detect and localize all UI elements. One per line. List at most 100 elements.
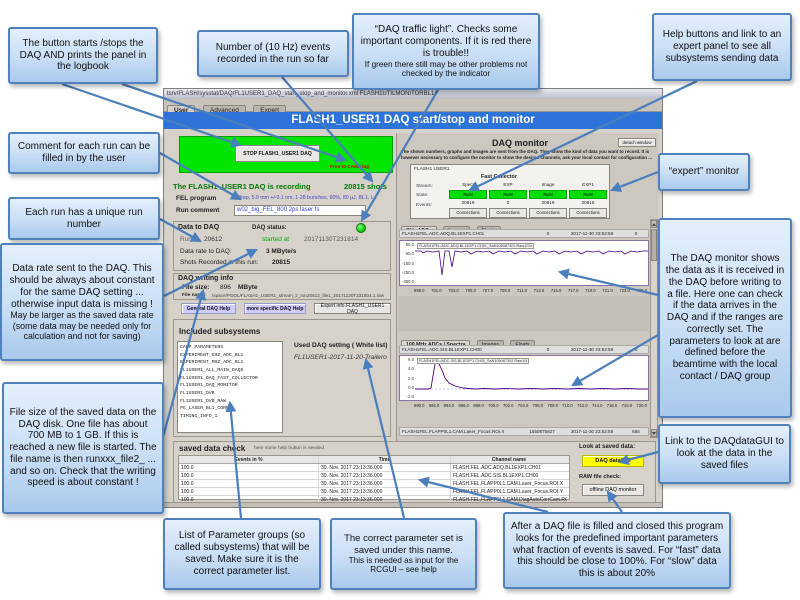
specific-daq-help-button[interactable]: more specific DAQ Help [244,303,306,314]
data-to-daq-title: Data to DAQ [178,224,220,231]
callout-text: Each run has a unique run number [25,206,143,230]
file-size-label: File size: [182,284,210,291]
raw-file-check-label: RAW file check: [579,474,621,480]
collector-column: EXP1 RUN 20816 Connections [569,182,607,218]
scroll-down-icon[interactable] [651,429,657,437]
used-daq-setting-label: Used DAQ setting ( White list) [294,342,388,349]
stream-events-count: 20819 [541,200,555,205]
scroll-up-icon[interactable] [651,220,657,228]
writing-info-title: DAQ writing info [178,275,234,282]
cell-time: 30. Nov. 2017 23:13:36.000 [319,472,451,479]
callout-start-stop-button: The button starts /stops the DAQ AND pri… [8,27,158,84]
subsystem-list-item[interactable]: FL1USER1_ALL_MAIN_DAQS [180,368,244,374]
used-daq-setting-value: FL1USER1-2017-11-20-Trailero [294,354,387,361]
cell-channel: FLASH.FEL.ADC.ADQ.BL1EXP1.CH01 [453,464,542,471]
subsystem-list-item[interactable]: EXPERIMENT_MHZ_ADC_BL1 [180,360,244,366]
callout-subsystem-list: List of Parameter groups (so called subs… [163,518,321,590]
connections-button[interactable]: Connections [449,208,487,218]
monitor-scrollbar[interactable] [650,219,658,438]
callout-text: Comment for each run can be filled in by… [17,141,151,164]
run-comment-input[interactable]: w02_big_FEL_800 2ps laser fs [234,205,366,216]
plot1-value2: 0 [634,231,638,236]
subsystem-list-item[interactable]: TIMING_INFO_1 [180,414,218,420]
subsystem-list-item[interactable]: FL1USER1_DAQ_FAST_COLLECTOR [180,375,258,381]
xtick: 707.0 [482,288,494,293]
float-value2: 655 [632,429,640,434]
collector-column: Image RUN 20819 Connections [529,182,567,218]
ytick: -250.0 [402,269,414,275]
callout-event-count: Number of (10 Hz) events recorded in the… [197,30,349,77]
recording-status-text: The FLASH1_USER1 DAQ is recording [173,182,311,191]
window-titlebar: tsrv/FLASH/sysstat/DAQ/FL1USER1_DAQ_star… [164,89,662,99]
callout-file-size: File size of the saved data on the DAQ d… [2,382,164,514]
table-row[interactable]: 100.0 30. Nov. 2017 23:13:36.000 FLASH.F… [179,464,569,472]
xtick: 704.0 [517,403,529,408]
xtick: 715.0 [550,288,562,293]
subsystem-list-item[interactable]: FL1USER1_DAQ_MONITOR [180,383,238,389]
ytick: -150.0 [402,260,414,266]
collector-system-label: FLASH1 USER1 [414,167,450,172]
xtick: 699.0 [414,288,425,293]
callout-text: The correct parameter set is saved under… [344,533,463,556]
callout-help-buttons: Help buttons and link to an expert panel… [652,13,792,81]
xtick: 725.0 [636,288,647,293]
ytick: -350.0 [402,279,414,284]
plot1-yticks: 50.0-50.0-150.0-250.0-350.0 [400,241,415,285]
plot2-value2: 0 [634,347,638,352]
connections-button[interactable]: Connections [569,208,607,218]
expert-info-button[interactable]: Expert info FLASH1_USER1 DAQ [314,303,391,315]
subsystem-list-item[interactable]: FL1USER1_DVB [180,391,215,397]
callout-subtext: May be larger as the saved data rate (so… [10,310,154,341]
subsystem-list-item[interactable]: FL1USER1_DVB_RAW [180,398,227,404]
callout-daq-monitor: The DAQ monitor shows the data as it is … [658,218,792,418]
collector-columns: Spect RUN 20819 Connections EXP RUN 0 Co… [449,182,609,218]
file-size-value: 896 [220,284,231,291]
plot2-channel: FLASH1FEL.ADC.SIS.BL1EXP1.CH00 [402,347,482,352]
subsystem-list-item[interactable]: EXPERIMENT_GHZ_ADC_BL1 [180,352,244,358]
subsystem-list-item[interactable]: PG_LASER_BL1_CORR [180,406,229,412]
xtick: 698.0 [473,403,484,408]
window-tabstrip: User Advanced Expert [164,99,662,115]
xtick: 708.0 [547,403,558,408]
general-daq-help-button[interactable]: General DAQ Help [181,303,236,314]
detach-window-button[interactable]: detach window [618,138,656,147]
subsystems-title: Included subsystems [179,327,261,336]
xtick: 712.0 [577,403,588,408]
file-name-value: /space/POOL/FLASH1_USER1_stream_2_run206… [212,293,385,298]
callout-daqdatagui: Link to the DAQdataGUI to look at the da… [658,424,791,484]
stop-daq-button[interactable]: STOP FLASH1_USER1 DAQ [235,145,320,162]
saved-check-note: here some help button is needed [254,446,324,451]
xtick: 710.0 [562,403,573,408]
float-value1: 1550875627 [529,429,555,434]
plot1-value1: 0 [546,231,550,236]
file-size-unit: MByte [238,284,258,291]
xtick: 690.0 [414,403,425,408]
connections-button[interactable]: Connections [489,208,527,218]
xtick: 719.0 [585,288,596,293]
offline-daq-monitor-button[interactable]: offline DAQ monitor [582,484,644,496]
started-at-value: 20171130T231814 [304,236,359,243]
callout-subtext: This is needed as input for the RCGUI – … [348,555,459,575]
fast-collector-box: FLASH1 USER1 Fast Collector Stream: Stat… [410,164,610,219]
xtick: 711.0 [516,288,528,293]
table-row[interactable]: 100.0 30. Nov. 2017 23:13:36.000 FLASH.F… [179,488,569,496]
cell-events: 100.0 [179,496,319,503]
print-camp-log-link[interactable]: Print to CAMP log [330,164,369,169]
daq-status-led-icon [356,223,366,233]
table-row[interactable]: 100.0 30. Nov. 2017 23:13:36.000 FLASH.F… [179,480,569,488]
cell-time: 30. Nov. 2017 23:13:36.000 [319,464,451,471]
events-row-label: Events: [416,203,432,208]
table-row[interactable]: 100.0 30. Nov. 2017 23:13:36.000 FLASH.F… [179,472,569,480]
connections-button[interactable]: Connections [529,208,567,218]
daq-datagui-button[interactable]: DAQ dataGUI [582,455,644,467]
recording-shots-count: 20815 shots [344,182,387,191]
cell-events: 100.0 [179,472,319,479]
subsystem-list-item[interactable]: CAMP_PARAMETERS [180,345,224,350]
callout-text: “expert” monitor [668,166,740,178]
callout-text: Number of (10 Hz) events recorded in the… [215,41,331,65]
scrollbar-thumb[interactable] [651,229,657,261]
xtick: 718.0 [621,403,633,408]
daq-app-window: tsrv/FLASH/sysstat/DAQ/FL1USER1_DAQ_star… [163,88,663,508]
